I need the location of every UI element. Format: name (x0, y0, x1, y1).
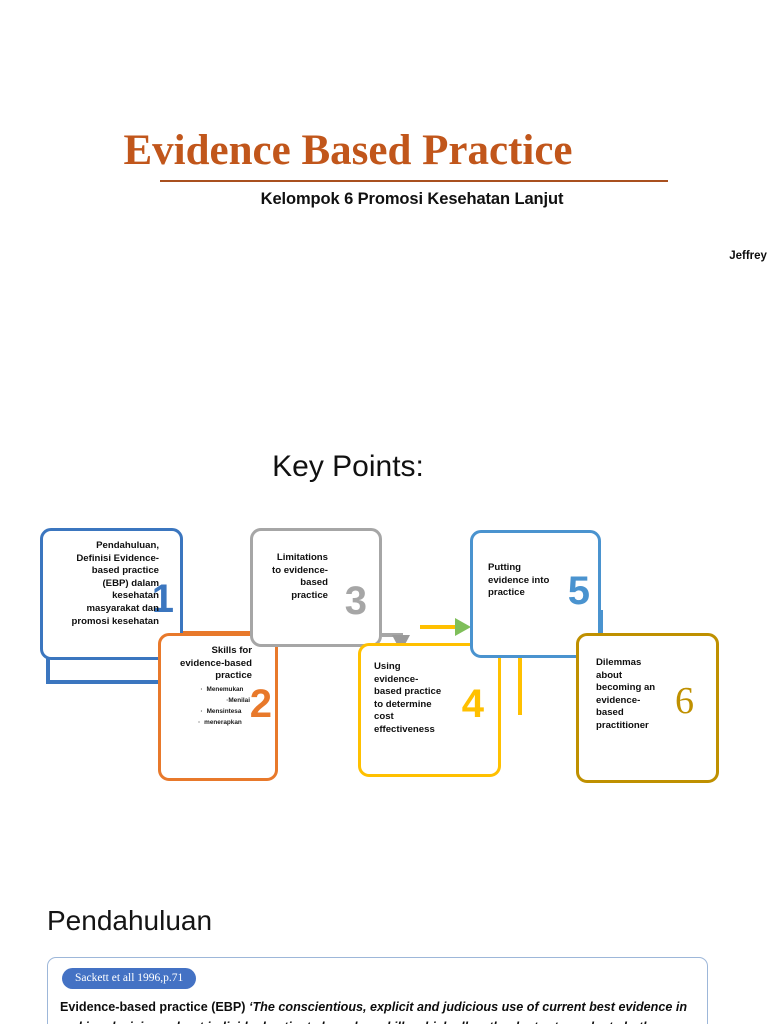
citation-badge: Sackett et all 1996,p.71 (62, 968, 197, 989)
list-item: ·menerapkan (170, 717, 266, 728)
flow-box-2-text: Skills for evidence-based practice (170, 645, 266, 683)
bullet-dot-icon: · (226, 696, 229, 704)
flow-box-1-line: Pendahuluan, (96, 540, 159, 551)
list-item-label: Menemukan (206, 685, 244, 693)
flow-box-6-text: Dilemmas about becoming an evidence- bas… (588, 645, 707, 733)
flow-box-2-bullet-list: ·Menemukan ·Menilai ·Mensintesa ·menerap… (170, 684, 266, 728)
flow-box-3-line: to evidence- (272, 564, 328, 576)
flow-box-4-number: 4 (461, 682, 484, 726)
flow-box-5-line: Putting (488, 562, 522, 573)
flow-box-3-line: Limitations (276, 552, 328, 563)
flow-box-2-number: 2 (249, 682, 272, 726)
list-item: ·Mensintesa (170, 706, 266, 717)
flow-box-1-line: promosi kesehatan (71, 615, 159, 627)
author-item: And (300, 221, 768, 245)
author-item: Dian Pr (300, 268, 768, 292)
key-points-heading: Key Points: (272, 450, 424, 483)
flow-box-4-line: effectiveness (374, 723, 435, 735)
flow-box-5-line: practice (488, 587, 525, 599)
bullet-dot-icon: · (198, 718, 201, 726)
flow-box-4-line: Using (374, 661, 401, 672)
flow-box-5-text: Putting evidence into practice (482, 542, 589, 600)
flow-box-6-line: becoming an (596, 682, 656, 694)
flow-box-3-line: based (300, 577, 328, 589)
flow-box-6-number: 6 (675, 680, 694, 722)
list-item-label: menerapkan (204, 718, 242, 726)
flow-box-2-line: practice (215, 670, 252, 682)
bullet-dot-icon: · (200, 707, 203, 715)
key-points-flow-diagram: 1 Pendahuluan, Definisi Evidence- based … (0, 515, 768, 805)
title-underline-divider (160, 180, 668, 182)
flow-box-1-text: Pendahuluan, Definisi Evidence- based pr… (52, 540, 171, 628)
flow-box-4-line: cost (374, 711, 394, 723)
author-item: H (300, 292, 768, 316)
flow-box-6-line: evidence- (596, 694, 641, 706)
flow-box-6-line: about (596, 669, 623, 681)
author-item: Jeffrey Christian (729, 249, 768, 262)
bullet-dot-icon: · (200, 685, 203, 693)
flow-box-1-line: Definisi Evidence- (76, 552, 159, 564)
flow-box-1-line: kesehatan (112, 590, 159, 602)
list-item: ·Menemukan (170, 684, 266, 695)
author-item: Ded (300, 315, 768, 339)
definition-quote-card: Sackett et all 1996,p.71 Evidence-based … (47, 957, 708, 1024)
flow-box-3[interactable]: 3 Limitations to evidence- based practic… (250, 528, 382, 647)
flow-box-2-line: Skills for (211, 645, 252, 656)
flow-box-4-line: based practice (374, 686, 442, 698)
page-title: Evidence Based Practice (123, 127, 573, 174)
flow-box-4-line: evidence- (374, 673, 419, 685)
flow-box-1-line: masyarakat dan (86, 602, 159, 614)
flow-box-1-line: (EBP) dalam (102, 577, 159, 589)
flow-box-6-line: Dilemmas (596, 657, 642, 668)
list-item: ·Menilai (170, 695, 266, 706)
title-block: Evidence Based Practice Kelompok 6 Promo… (0, 127, 768, 208)
flow-box-2[interactable]: 2 Skills for evidence-based practice ·Me… (158, 633, 278, 781)
flow-box-1-number: 1 (151, 577, 174, 621)
definition-quote-body: ‘The conscientious, explicit and judicio… (60, 1000, 688, 1024)
flow-box-6[interactable]: 6 Dilemmas about becoming an evidence- b… (576, 633, 719, 783)
flow-box-4-text: Using evidence- based practice to determ… (370, 655, 489, 737)
list-item-label: Menilai (228, 696, 250, 704)
flow-box-5-line: evidence into (488, 574, 550, 586)
flow-box-6-line: practitioner (596, 719, 649, 731)
flow-box-6-line: based (596, 707, 624, 719)
flow-box-5-number: 5 (567, 569, 590, 613)
definition-term: Evidence-based practice (EBP) (60, 1000, 246, 1014)
flow-box-4-line: to determine (374, 698, 432, 710)
author-list: And Jeffrey Christian Dian Pr H Ded (300, 221, 768, 339)
definition-quote-text: Evidence-based practice (EBP) ‘The consc… (60, 997, 697, 1024)
flow-box-3-text: Limitations to evidence- based practice (262, 540, 370, 602)
flow-box-3-number: 3 (344, 579, 367, 623)
list-item-label: Mensintesa (206, 707, 242, 715)
flow-box-4[interactable]: 4 Using evidence- based practice to dete… (358, 643, 501, 777)
section-heading-pendahuluan: Pendahuluan (47, 905, 213, 936)
flow-box-3-line: practice (291, 589, 328, 601)
page-subtitle: Kelompok 6 Promosi Kesehatan Lanjut (260, 190, 564, 208)
flow-box-2-line: evidence-based (180, 657, 252, 669)
flow-box-1-line: based practice (91, 565, 159, 577)
